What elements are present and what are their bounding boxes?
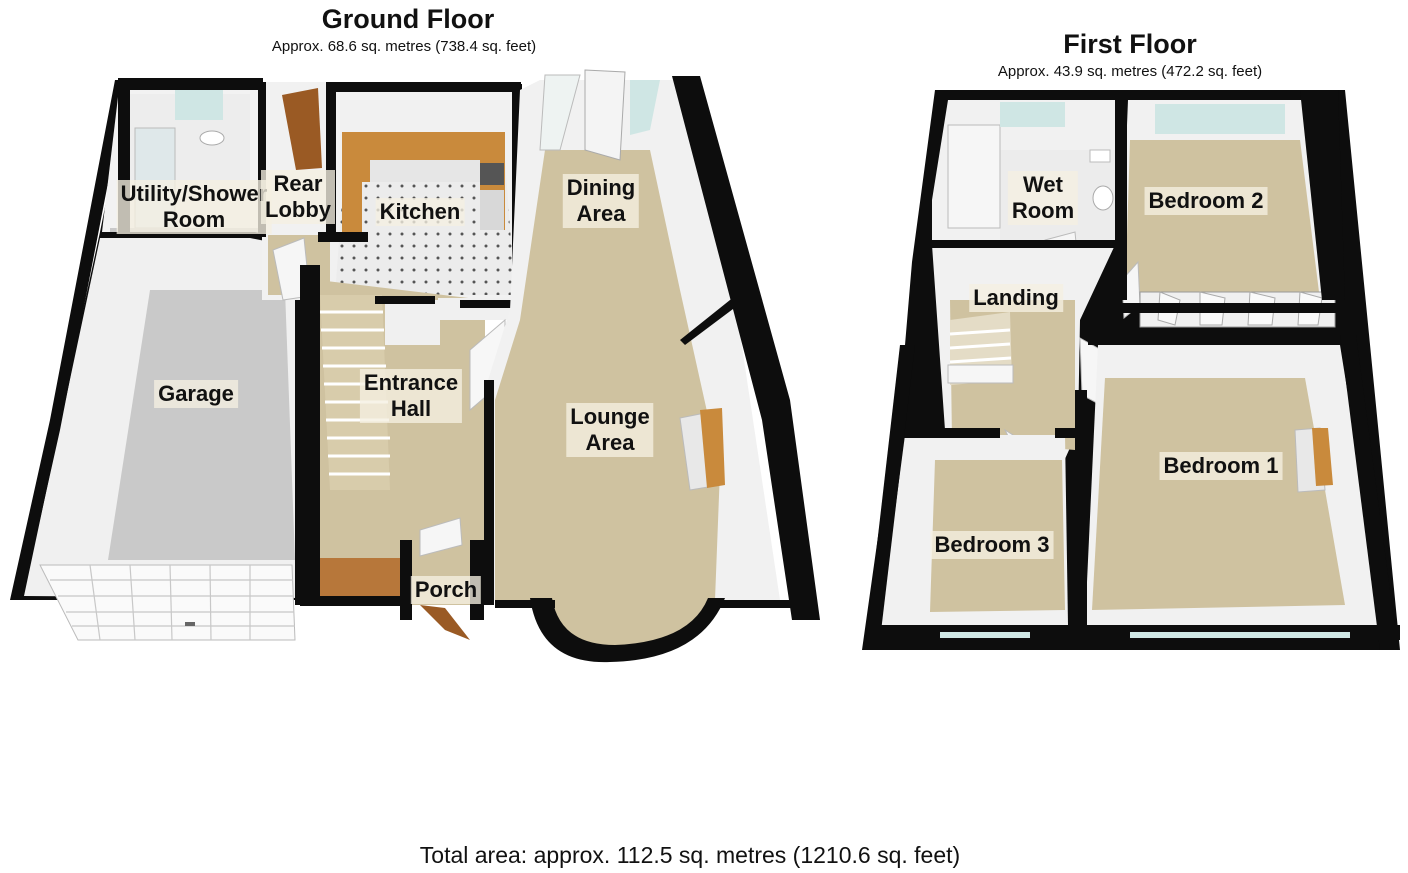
room-label-rear-lobby: Rear Lobby: [261, 170, 335, 224]
staircase: [320, 295, 390, 490]
total-area: Total area: approx. 112.5 sq. metres (12…: [419, 842, 961, 868]
kitchen: [318, 82, 530, 300]
room-label-kitchen: Kitchen: [375, 198, 465, 226]
first-floor-title: First Floor: [1063, 29, 1197, 59]
room-label-entrance-hall: Entrance Hall: [359, 369, 463, 423]
ground-floor-area: Approx. 68.6 sq. metres (738.4 sq. feet): [271, 38, 537, 55]
room-label-bedroom-2: Bedroom 2: [1144, 187, 1268, 215]
ground-floor-title: Ground Floor: [321, 4, 495, 34]
lounge-dining-area: [484, 69, 820, 663]
room-label-dining-area: Dining Area: [562, 174, 640, 228]
room-label-landing: Landing: [969, 284, 1063, 312]
room-label-garage: Garage: [154, 380, 238, 408]
bedroom-1: [1075, 333, 1398, 650]
first-floor-plan: [862, 90, 1400, 650]
room-label-utility-shower-room: Utility/Shower Room: [116, 180, 272, 234]
first-floor-area: Approx. 43.9 sq. metres (472.2 sq. feet): [997, 63, 1263, 80]
stair-banister: [947, 312, 1014, 385]
room-label-wet-room: Wet Room: [1007, 171, 1079, 225]
ground-floor-plan: [10, 69, 820, 663]
entrance-hall: [300, 265, 535, 605]
garage-door: [39, 564, 296, 641]
room-label-lounge-area: Lounge Area: [566, 403, 654, 457]
rear-lobby: [258, 82, 335, 301]
room-label-bedroom-1: Bedroom 1: [1159, 452, 1283, 480]
room-label-bedroom-3: Bedroom 3: [930, 531, 1054, 559]
room-label-porch: Porch: [410, 576, 482, 604]
